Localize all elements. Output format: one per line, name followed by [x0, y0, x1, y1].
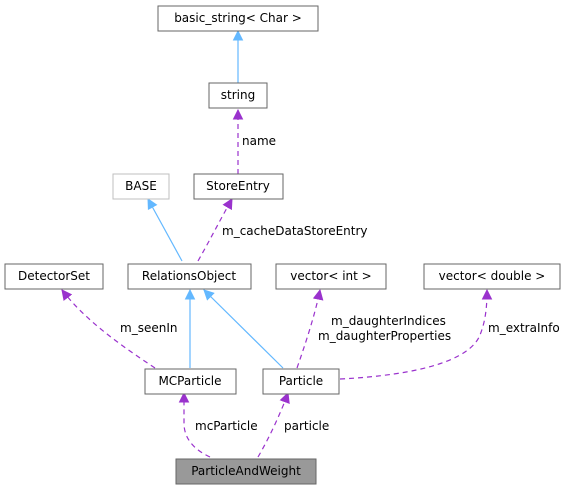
- node-relations-object[interactable]: RelationsObject: [127, 263, 252, 290]
- edge-relationsobject-cachedatastoreentry: [197, 198, 233, 262]
- edge-particleandweight-particle: [257, 391, 290, 458]
- node-vector-int-label: vector< int >: [290, 269, 371, 283]
- node-vector-int[interactable]: vector< int >: [275, 263, 387, 290]
- node-string-label: string: [221, 88, 255, 102]
- label-m-extrainfo: m_extraInfo: [488, 321, 560, 335]
- node-basic-string[interactable]: basic_string< Char >: [157, 5, 319, 32]
- node-mc-particle-label: MCParticle: [158, 374, 221, 388]
- node-basic-string-label: basic_string< Char >: [174, 11, 302, 25]
- label-m-daughterindices: m_daughterIndices: [331, 314, 446, 328]
- node-base[interactable]: BASE: [112, 173, 170, 200]
- edge-relationsobject-to-base: [147, 198, 183, 262]
- node-store-entry[interactable]: StoreEntry: [193, 173, 284, 200]
- edge-particleandweight-mcparticle: [178, 391, 211, 458]
- node-particle[interactable]: Particle: [262, 368, 340, 395]
- edge-particle-daughters: [296, 288, 324, 369]
- edge-particle-extrainfo: [339, 288, 493, 380]
- label-particle: particle: [284, 419, 329, 433]
- label-name: name: [242, 134, 276, 148]
- node-vector-double-label: vector< double >: [439, 269, 546, 283]
- node-particle-and-weight-label: ParticleAndWeight: [191, 464, 301, 478]
- node-base-label: BASE: [125, 179, 157, 193]
- label-mcparticle: mcParticle: [195, 419, 258, 433]
- edge-mcparticle-seenin: [61, 289, 156, 369]
- node-particle-label: Particle: [279, 374, 323, 388]
- node-particle-and-weight[interactable]: ParticleAndWeight: [175, 458, 317, 485]
- label-m-seenin: m_seenIn: [120, 321, 177, 335]
- node-string[interactable]: string: [208, 82, 268, 109]
- node-relations-object-label: RelationsObject: [142, 269, 236, 283]
- node-detector-set-label: DetectorSet: [18, 269, 90, 283]
- label-m-daughterproperties: m_daughterProperties: [318, 329, 451, 343]
- node-vector-double[interactable]: vector< double >: [423, 263, 561, 290]
- node-mc-particle[interactable]: MCParticle: [144, 368, 237, 395]
- node-store-entry-label: StoreEntry: [206, 179, 270, 193]
- edge-particle-to-relationsobject: [203, 289, 284, 369]
- label-m-cachedatastoreentry: m_cacheDataStoreEntry: [222, 224, 368, 238]
- node-detector-set[interactable]: DetectorSet: [4, 263, 104, 290]
